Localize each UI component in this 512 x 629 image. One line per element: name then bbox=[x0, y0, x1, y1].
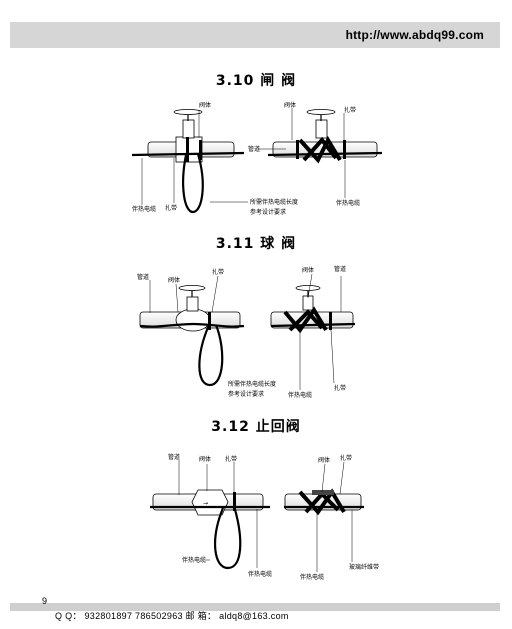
check-valve-left: → bbox=[150, 489, 270, 570]
gate-valve-right bbox=[267, 109, 383, 164]
label-heat-cable: 伴热电缆 bbox=[132, 205, 156, 213]
label-heat-cable-check: 伴热电缆 bbox=[182, 556, 206, 564]
header-band: http://www.abdq99.com bbox=[10, 22, 500, 48]
label-strap-check-right: 扎带 bbox=[340, 454, 352, 462]
label-cable-length: 所需伴热电缆长度 bbox=[250, 198, 298, 206]
label-design-ref-ball: 参考设计要求 bbox=[228, 390, 264, 398]
label-valve-body-check: 阀体 bbox=[199, 455, 211, 463]
label-valve-body-check-right: 阀体 bbox=[318, 456, 330, 464]
label-strap: 扎带 bbox=[165, 204, 177, 212]
gate-valve-left bbox=[131, 109, 245, 214]
label-heat-cable-check-2: 伴热电缆 bbox=[248, 570, 272, 578]
label-strap-ball-right: 扎带 bbox=[334, 384, 346, 392]
label-pipe: 管道 bbox=[248, 145, 260, 153]
label-strap-ball: 扎带 bbox=[212, 268, 224, 276]
label-pipe-check: 管道 bbox=[168, 453, 180, 461]
ball-valve-right bbox=[270, 285, 356, 334]
label-valve-body-right: 阀体 bbox=[284, 101, 296, 109]
ball-valve-left bbox=[139, 285, 245, 387]
label-pipe-ball: 管道 bbox=[137, 273, 149, 281]
label-heat-cable-right: 伴热电缆 bbox=[336, 199, 360, 207]
label-strap-check: 扎带 bbox=[225, 455, 237, 463]
label-valve-body-ball-right: 阀体 bbox=[302, 266, 314, 274]
contact-info: Q Q： 932801897 786502963 邮 箱： aldq8@163.… bbox=[55, 611, 289, 621]
section-title-check-valve: 3.12 止回阀 bbox=[211, 419, 301, 435]
label-valve-body-ball: 阀体 bbox=[168, 276, 180, 284]
label-heat-cable-ball: 伴热电缆 bbox=[288, 391, 312, 399]
website-url[interactable]: http://www.abdq99.com bbox=[345, 28, 484, 42]
svg-text:→: → bbox=[203, 500, 208, 507]
label-pipe-ball-right: 管道 bbox=[334, 265, 346, 273]
label-design-ref: 参考设计要求 bbox=[250, 208, 286, 216]
label-cable-length-ball: 所需伴热电缆长度 bbox=[228, 380, 276, 388]
check-valve-right bbox=[284, 488, 364, 516]
label-heat-cable-check-right: 伴热电缆 bbox=[300, 573, 324, 581]
page-number: 9 bbox=[42, 596, 48, 606]
label-glass-tape: 玻璃纤维带 bbox=[349, 563, 379, 571]
section-title-ball-valve: 3.11 球 阀 bbox=[215, 236, 297, 252]
label-valve-body: 阀体 bbox=[199, 101, 211, 109]
label-strap-right: 扎带 bbox=[344, 106, 356, 114]
footer-band bbox=[10, 603, 500, 611]
section-title-gate-valve: 3.10 闸 阀 bbox=[215, 73, 297, 89]
